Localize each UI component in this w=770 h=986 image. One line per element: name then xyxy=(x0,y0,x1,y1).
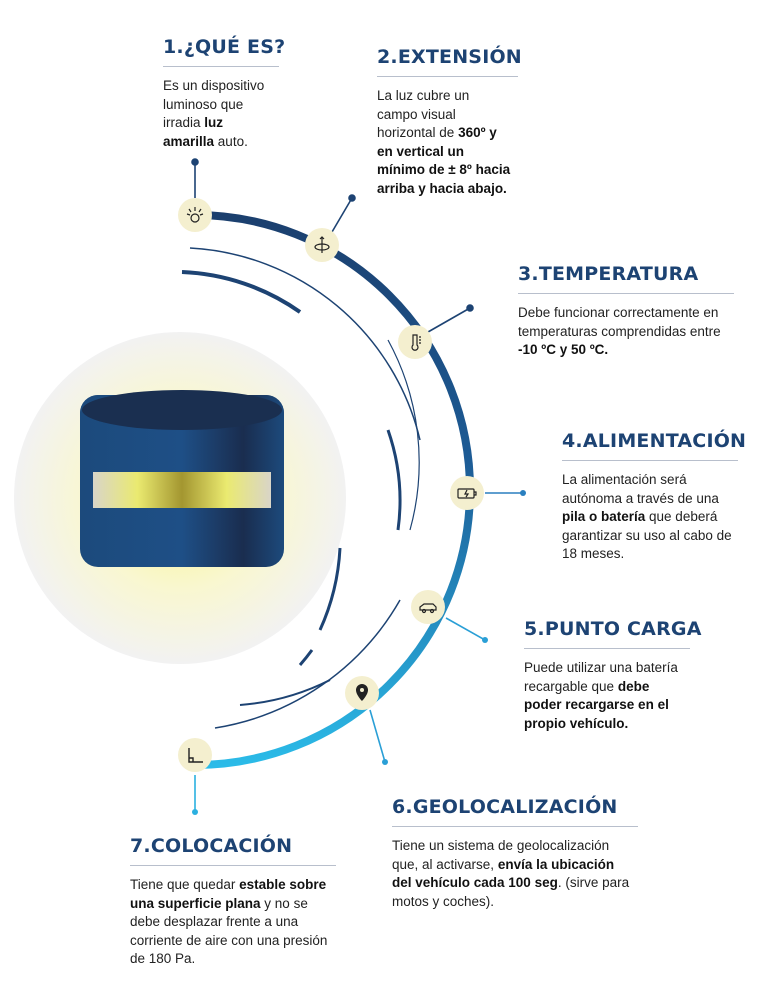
right-angle-icon xyxy=(178,738,212,772)
car-charging-icon xyxy=(411,590,445,624)
section-body: Es un dispositivo luminoso que irradia l… xyxy=(163,77,273,151)
bold-text: luz amarilla xyxy=(163,115,224,149)
section-title: 5.PUNTO CARGA xyxy=(524,618,702,640)
section-title: 1.¿QUÉ ES? xyxy=(163,36,286,58)
text: Es un dispositivo luminoso que irradia xyxy=(163,78,265,130)
text: Tiene un sistema de geolocalización que,… xyxy=(392,838,610,872)
divider xyxy=(377,76,518,77)
section-geolocalizacion: 6.GEOLOCALIZACIÓN Tiene un sistema de geo… xyxy=(392,796,638,911)
text: auto. xyxy=(214,133,248,149)
section-punto-carga: 5.PUNTO CARGA Puede utilizar una batería … xyxy=(524,618,702,733)
rotation-axis-icon xyxy=(305,228,339,262)
text: Debe funcionar correctamente en temperat… xyxy=(518,305,721,339)
divider xyxy=(392,826,638,827)
bold-text: debe poder recargarse en el propio vehíc… xyxy=(524,678,669,731)
section-extension: 2.EXTENSIÓN La luz cubre un campo visual … xyxy=(377,46,522,198)
bold-text: 360º y en vertical un mínimo de ± 8º hac… xyxy=(377,125,511,196)
section-body: Tiene que quedar estable sobre una super… xyxy=(130,876,330,969)
section-title: 4.ALIMENTACIÓN xyxy=(562,430,747,452)
section-body: La luz cubre un campo visual horizontal … xyxy=(377,87,512,198)
divider xyxy=(130,865,336,866)
thermometer-icon xyxy=(398,325,432,359)
section-temperatura: 3.TEMPERATURA Debe funcionar correctament… xyxy=(518,263,734,360)
location-pin-icon xyxy=(345,676,379,710)
section-body: La alimentación será autónoma a través d… xyxy=(562,471,732,564)
text: Tiene que quedar xyxy=(130,877,240,892)
divider xyxy=(524,648,690,649)
text: Puede utilizar una batería recargable qu… xyxy=(524,660,678,694)
divider xyxy=(163,66,279,67)
section-alimentacion: 4.ALIMENTACIÓN La alimentación será autón… xyxy=(562,430,747,564)
text: que deberá garantizar su uso al cabo de … xyxy=(562,509,732,561)
divider xyxy=(518,293,734,294)
text: La luz cubre un campo visual horizontal … xyxy=(377,88,470,140)
beacon-illustration xyxy=(80,390,284,567)
section-title: 7.COLOCACIÓN xyxy=(130,835,293,857)
section-body: Debe funcionar correctamente en temperat… xyxy=(518,304,728,360)
light-bulb-icon xyxy=(178,198,212,232)
bold-text: pila o batería xyxy=(562,509,646,524)
text: La alimentación será autónoma a través d… xyxy=(562,472,719,506)
section-title: 3.TEMPERATURA xyxy=(518,263,699,285)
bold-text: -10 ºC y 50 ºC. xyxy=(518,342,609,357)
section-colocacion: 7.COLOCACIÓN Tiene que quedar estable sob… xyxy=(130,835,336,969)
text: . (sirve para motos y coches). xyxy=(392,875,630,909)
divider xyxy=(562,460,738,461)
battery-icon xyxy=(450,476,484,510)
section-title: 6.GEOLOCALIZACIÓN xyxy=(392,796,618,818)
section-title: 2.EXTENSIÓN xyxy=(377,46,522,68)
connectors xyxy=(191,158,526,815)
bold-text: estable sobre una superficie plana xyxy=(130,877,327,911)
section-que-es: 1.¿QUÉ ES? Es un dispositivo luminoso que… xyxy=(163,36,286,151)
section-body: Puede utilizar una batería recargable qu… xyxy=(524,659,684,733)
text: y no se debe desplazar frente a una corr… xyxy=(130,895,328,967)
bold-text: envía la ubicación del vehículo cada 100… xyxy=(392,856,615,891)
section-body: Tiene un sistema de geolocalización que,… xyxy=(392,837,632,911)
